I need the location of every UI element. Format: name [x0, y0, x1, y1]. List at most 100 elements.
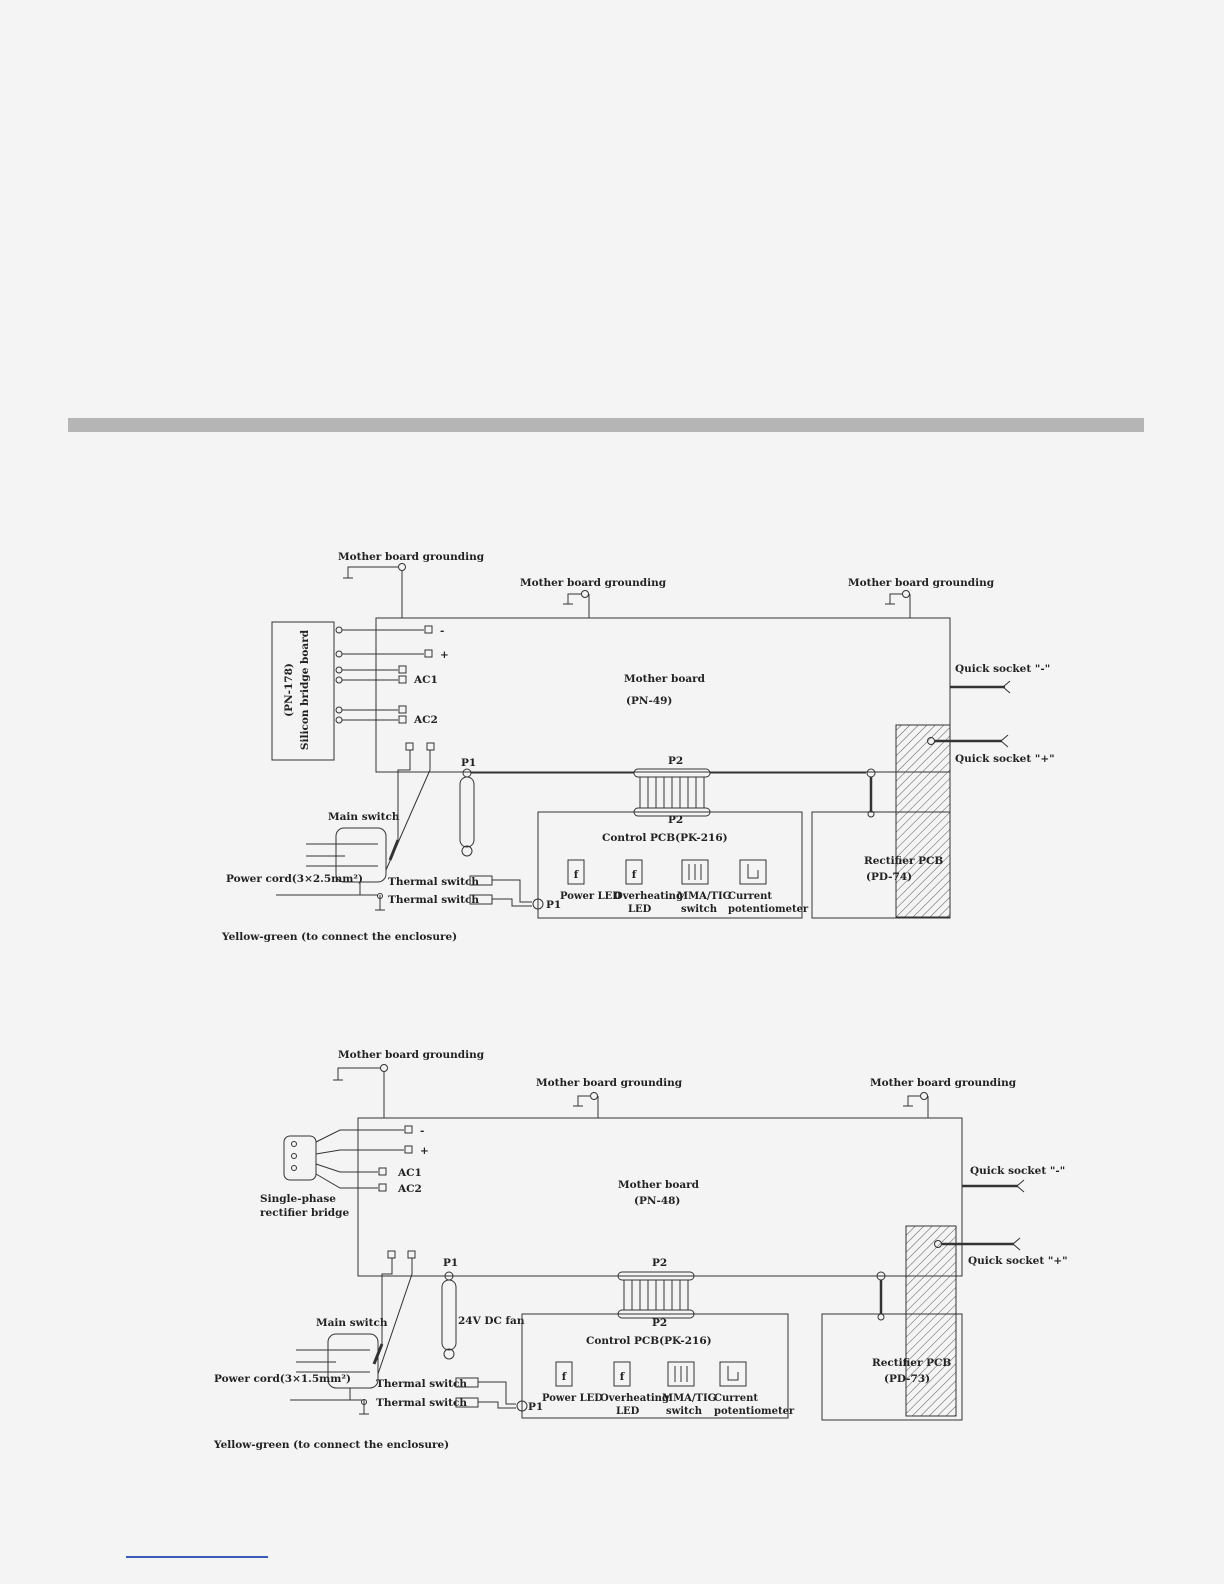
p1-ctrl-label: P1 — [528, 1401, 543, 1413]
overheating-led-icon — [625, 859, 643, 885]
fan-icon — [443, 1348, 455, 1360]
thermal-switch-2-label: Thermal switch — [388, 894, 479, 906]
power-led-icon — [555, 1361, 573, 1387]
quick-socket-neg-label: Quick socket "-" — [955, 663, 1050, 675]
current-pot-label-1: Current — [714, 1393, 758, 1404]
p1-label: P1 — [443, 1257, 458, 1269]
rectifier-pcb-code: (PD-73) — [884, 1373, 930, 1385]
mma-tig-switch-icon — [681, 859, 709, 885]
bridge-label-2: rectifier bridge — [260, 1207, 349, 1219]
power-cord-label: Power cord(3×1.5mm²) — [214, 1373, 351, 1385]
mother-board-label: Mother board — [624, 673, 706, 685]
bridge-label-1: (PN-178) — [283, 663, 295, 717]
control-pcb — [537, 811, 803, 919]
rectifier-pcb-code: (PD-74) — [866, 871, 912, 883]
section-header-bar — [68, 418, 1144, 432]
thermal-switch-1-label: Thermal switch — [376, 1378, 467, 1390]
main-switch-label: Main switch — [316, 1317, 388, 1329]
quick-socket-neg-label: Quick socket "-" — [970, 1165, 1065, 1177]
rectifier-pcb — [811, 811, 951, 919]
quick-socket-pos-label: Quick socket "+" — [955, 753, 1055, 765]
current-pot-label-1: Current — [728, 891, 772, 902]
thermal-switch-2-label: Thermal switch — [376, 1397, 467, 1409]
rectifier-pcb-label: Rectifier PCB — [864, 855, 943, 867]
mma-tig-label-2: switch — [681, 904, 718, 915]
single-phase-rectifier-bridge — [283, 1135, 317, 1181]
current-pot-label-2: potentiometer — [728, 904, 809, 915]
bridge-connections — [335, 625, 433, 724]
silicon-bridge-board — [271, 621, 335, 761]
hatched-heatsink — [895, 724, 951, 918]
overheating-led-icon — [613, 1361, 631, 1387]
wiring-diagram-1: Mother board grounding Mother board grou… — [0, 540, 1224, 960]
mother-board-label: Mother board — [618, 1179, 700, 1191]
yellow-green-label: Yellow-green (to connect the enclosure) — [221, 931, 457, 943]
p1-ctrl-label: P1 — [546, 899, 561, 911]
wiring-diagram-2: Mother board grounding Mother board grou… — [0, 1038, 1224, 1468]
thermal-switch-1-label: Thermal switch — [388, 876, 479, 888]
mother-board — [375, 617, 951, 773]
fan-label: 24V DC fan — [458, 1315, 525, 1327]
potentiometer-icon — [739, 859, 767, 885]
footer-link-underline[interactable] — [126, 1556, 268, 1558]
mb-ground-right-label: Mother board grounding — [870, 1077, 1017, 1089]
main-switch-label: Main switch — [328, 811, 400, 823]
overheating-led-label-1: Overheating — [600, 1393, 669, 1404]
mother-board-code: (PN-48) — [634, 1195, 680, 1207]
p2-label: P2 — [668, 755, 683, 767]
minus-terminal-label: - — [440, 625, 444, 637]
ground-terminal-icon — [398, 563, 406, 571]
svg-text:f: f — [562, 1371, 568, 1383]
mb-ground-left-label: Mother board grounding — [338, 551, 485, 563]
ground-terminal-icon — [380, 1064, 388, 1072]
mma-tig-switch-icon — [667, 1361, 695, 1387]
potentiometer-icon — [719, 1361, 747, 1387]
ac2-label: AC2 — [397, 1183, 422, 1195]
ground-terminal-icon — [902, 590, 910, 598]
power-led-label: Power LED — [560, 891, 621, 902]
overheating-led-label-2: LED — [628, 904, 652, 915]
mma-tig-label-1: MMA/TIG — [662, 1393, 716, 1404]
p2-ctrl-label: P2 — [668, 814, 683, 826]
yellow-green-label: Yellow-green (to connect the enclosure) — [213, 1439, 449, 1451]
p2-ctrl-label: P2 — [652, 1317, 667, 1329]
mb-ground-left-label: Mother board grounding — [338, 1049, 485, 1061]
overheating-led-label-2: LED — [616, 1406, 640, 1417]
ac2-label: AC2 — [413, 714, 438, 726]
rectifier-pcb-label: Rectifier PCB — [872, 1357, 951, 1369]
bridge-label-1: Single-phase — [260, 1193, 336, 1205]
plus-terminal-label: + — [420, 1145, 429, 1157]
ground-terminal-icon — [590, 1092, 598, 1100]
p2-connector — [617, 1271, 695, 1319]
overheating-led-label-1: Overheating — [614, 891, 683, 902]
fan-icon — [461, 845, 473, 857]
quick-socket-pos-label: Quick socket "+" — [968, 1255, 1068, 1267]
main-switch — [327, 1333, 379, 1389]
mother-board-code: (PN-49) — [626, 695, 672, 707]
mb-ground-mid-label: Mother board grounding — [520, 577, 667, 589]
p2-label: P2 — [652, 1257, 667, 1269]
power-cord-label: Power cord(3×2.5mm²) — [226, 873, 363, 885]
power-led-icon — [567, 859, 585, 885]
svg-text:f: f — [574, 869, 580, 881]
main-switch — [335, 827, 387, 883]
mma-tig-label-2: switch — [666, 1406, 703, 1417]
mother-board — [357, 1117, 963, 1277]
current-pot-label-2: potentiometer — [714, 1406, 795, 1417]
plus-terminal-label: + — [440, 649, 449, 661]
power-led-label: Power LED — [542, 1393, 603, 1404]
ac1-label: AC1 — [397, 1167, 422, 1179]
ac1-label: AC1 — [413, 674, 438, 686]
control-pcb — [521, 1313, 789, 1419]
ground-terminal-icon — [581, 590, 589, 598]
ground-terminal-icon — [920, 1092, 928, 1100]
svg-text:f: f — [632, 869, 638, 881]
rectifier-pcb — [821, 1313, 963, 1421]
bridge-label-2: Silicon bridge board — [299, 629, 311, 750]
svg-text:f: f — [620, 1371, 626, 1383]
p1-label: P1 — [461, 757, 476, 769]
control-pcb-label: Control PCB(PK-216) — [586, 1335, 712, 1347]
mb-ground-mid-label: Mother board grounding — [536, 1077, 683, 1089]
mb-ground-right-label: Mother board grounding — [848, 577, 995, 589]
hatched-heatsink — [905, 1225, 957, 1417]
